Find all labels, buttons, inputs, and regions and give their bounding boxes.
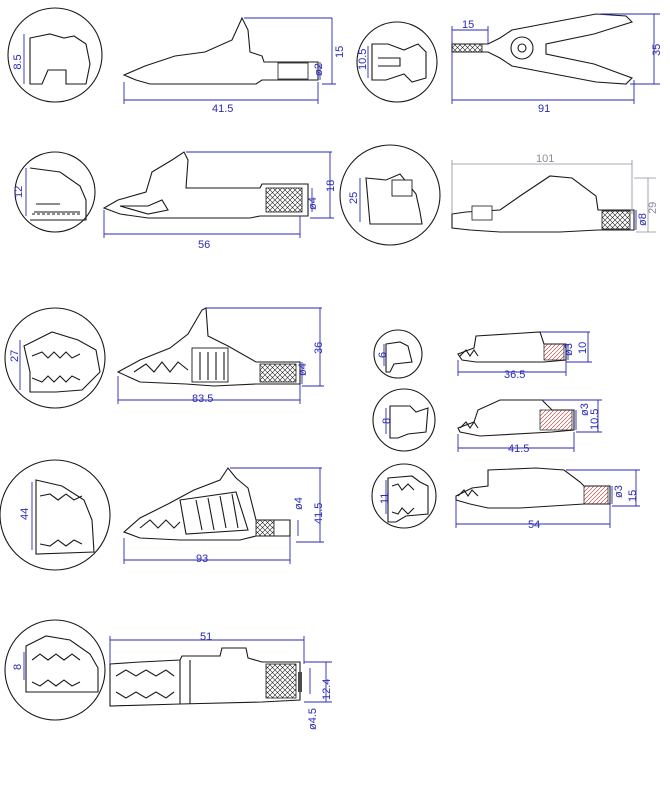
clip-4-side-view: 101 29 ø8 [451,153,659,233]
clip-5-length: 83.5 [192,393,213,405]
clip-2-detail-dim: 10.5 [357,49,369,70]
clip-5-detail-dim: 27 [9,350,21,362]
clip-8-detail-dim: 44 [19,508,31,520]
clip-10-detail-dim: 8 [12,664,24,670]
clip-1-length: 41.5 [212,103,233,115]
clip-3-drawing: 12 56 18 ø4 [13,151,337,251]
clip-1-detail-circle: 8.5 [7,7,103,103]
clip-7-detail-dim: 8 [381,418,393,424]
clip-3-side-view: 56 18 ø4 [102,151,337,251]
clip-1-detail-dim: 8.5 [12,54,24,69]
clip-4-length: 101 [536,153,554,165]
clip-6-height: 10 [577,342,589,354]
clip-6-side-view: 36.5 10 ø3 [457,331,592,381]
clip-4-drawing: 25 101 29 ø8 [339,144,659,246]
clip-8-detail-circle: 44 [0,459,111,571]
clip-6-length: 36.5 [504,369,525,381]
clip-9-length: 54 [528,519,540,531]
clip-8-height: 41.5 [313,503,325,524]
clip-9-diameter: ø3 [613,485,625,498]
clip-2-length: 91 [538,103,550,115]
clip-1-drawing: 8.5 41.5 15 ø2 [7,7,346,115]
clip-9-detail-circle: 11 [371,463,437,529]
clip-8-side-view: 93 41.5 ø4 [122,467,325,565]
clip-3-height: 18 [325,180,337,192]
clip-10-length: 51 [200,631,212,643]
clip-6-diameter: ø3 [563,343,575,356]
clip-6-drawing: 6 36.5 10 ø3 [373,329,592,381]
clip-2-jaw: 15 [462,19,474,31]
clip-9-height: 15 [627,490,639,502]
clip-2-drawing: 10.5 15 91 35 [356,13,663,115]
clip-6-detail-dim: 6 [377,352,389,358]
clip-7-side-view: 41.5 10.5 ø3 [457,399,602,455]
clip-5-side-view: 83.5 36 ø4 [116,307,325,405]
clip-5-detail-circle: 27 [4,307,106,409]
clip-1-diameter: ø2 [313,63,325,76]
clip-7-height: 10.5 [589,409,601,430]
clip-10-height: 12.4 [321,679,333,700]
clip-9-side-view: 54 15 ø3 [455,467,640,531]
clip-4-diameter: ø8 [637,213,649,226]
clip-3-detail-circle: 12 [13,151,96,233]
clip-5-height: 36 [313,342,325,354]
clip-6-detail-circle: 6 [373,329,423,379]
clip-4-height: 29 [647,202,659,214]
clip-10-detail-circle: 8 [4,619,106,721]
clip-8-length: 93 [196,553,208,565]
clip-5-diameter: ø4 [297,363,309,376]
clip-2-height: 35 [651,44,663,56]
clip-9-detail-dim: 11 [379,493,391,504]
clip-5-drawing: 27 83.5 36 ø4 [4,307,325,409]
clip-3-length: 56 [198,239,210,251]
clip-7-detail-circle: 8 [372,388,436,452]
clip-7-length: 41.5 [508,443,529,455]
clip-2-detail-circle: 10.5 [356,21,438,103]
clip-3-detail-dim: 12 [13,186,25,198]
clip-10-diameter: ø4.5 [307,708,319,730]
clip-8-diameter: ø4 [293,497,305,510]
clip-1-side-view: 41.5 15 ø2 [122,16,346,115]
clip-2-side-view: 15 91 35 [451,13,663,115]
clip-9-drawing: 11 54 15 ø3 [371,463,640,531]
clip-10-drawing: 8 51 12.4 ø4.5 [4,619,333,730]
clip-7-diameter: ø3 [579,403,591,416]
clip-7-drawing: 8 41.5 10.5 ø3 [372,388,602,455]
clip-3-diameter: ø4 [307,197,319,210]
clip-1-height: 15 [334,46,346,58]
clip-8-drawing: 44 93 41.5 ø4 [0,459,325,571]
clip-10-side-view: 51 12.4 ø4.5 [109,631,333,730]
clip-4-detail-dim: 25 [348,192,360,204]
clip-4-detail-circle: 25 [339,144,441,246]
